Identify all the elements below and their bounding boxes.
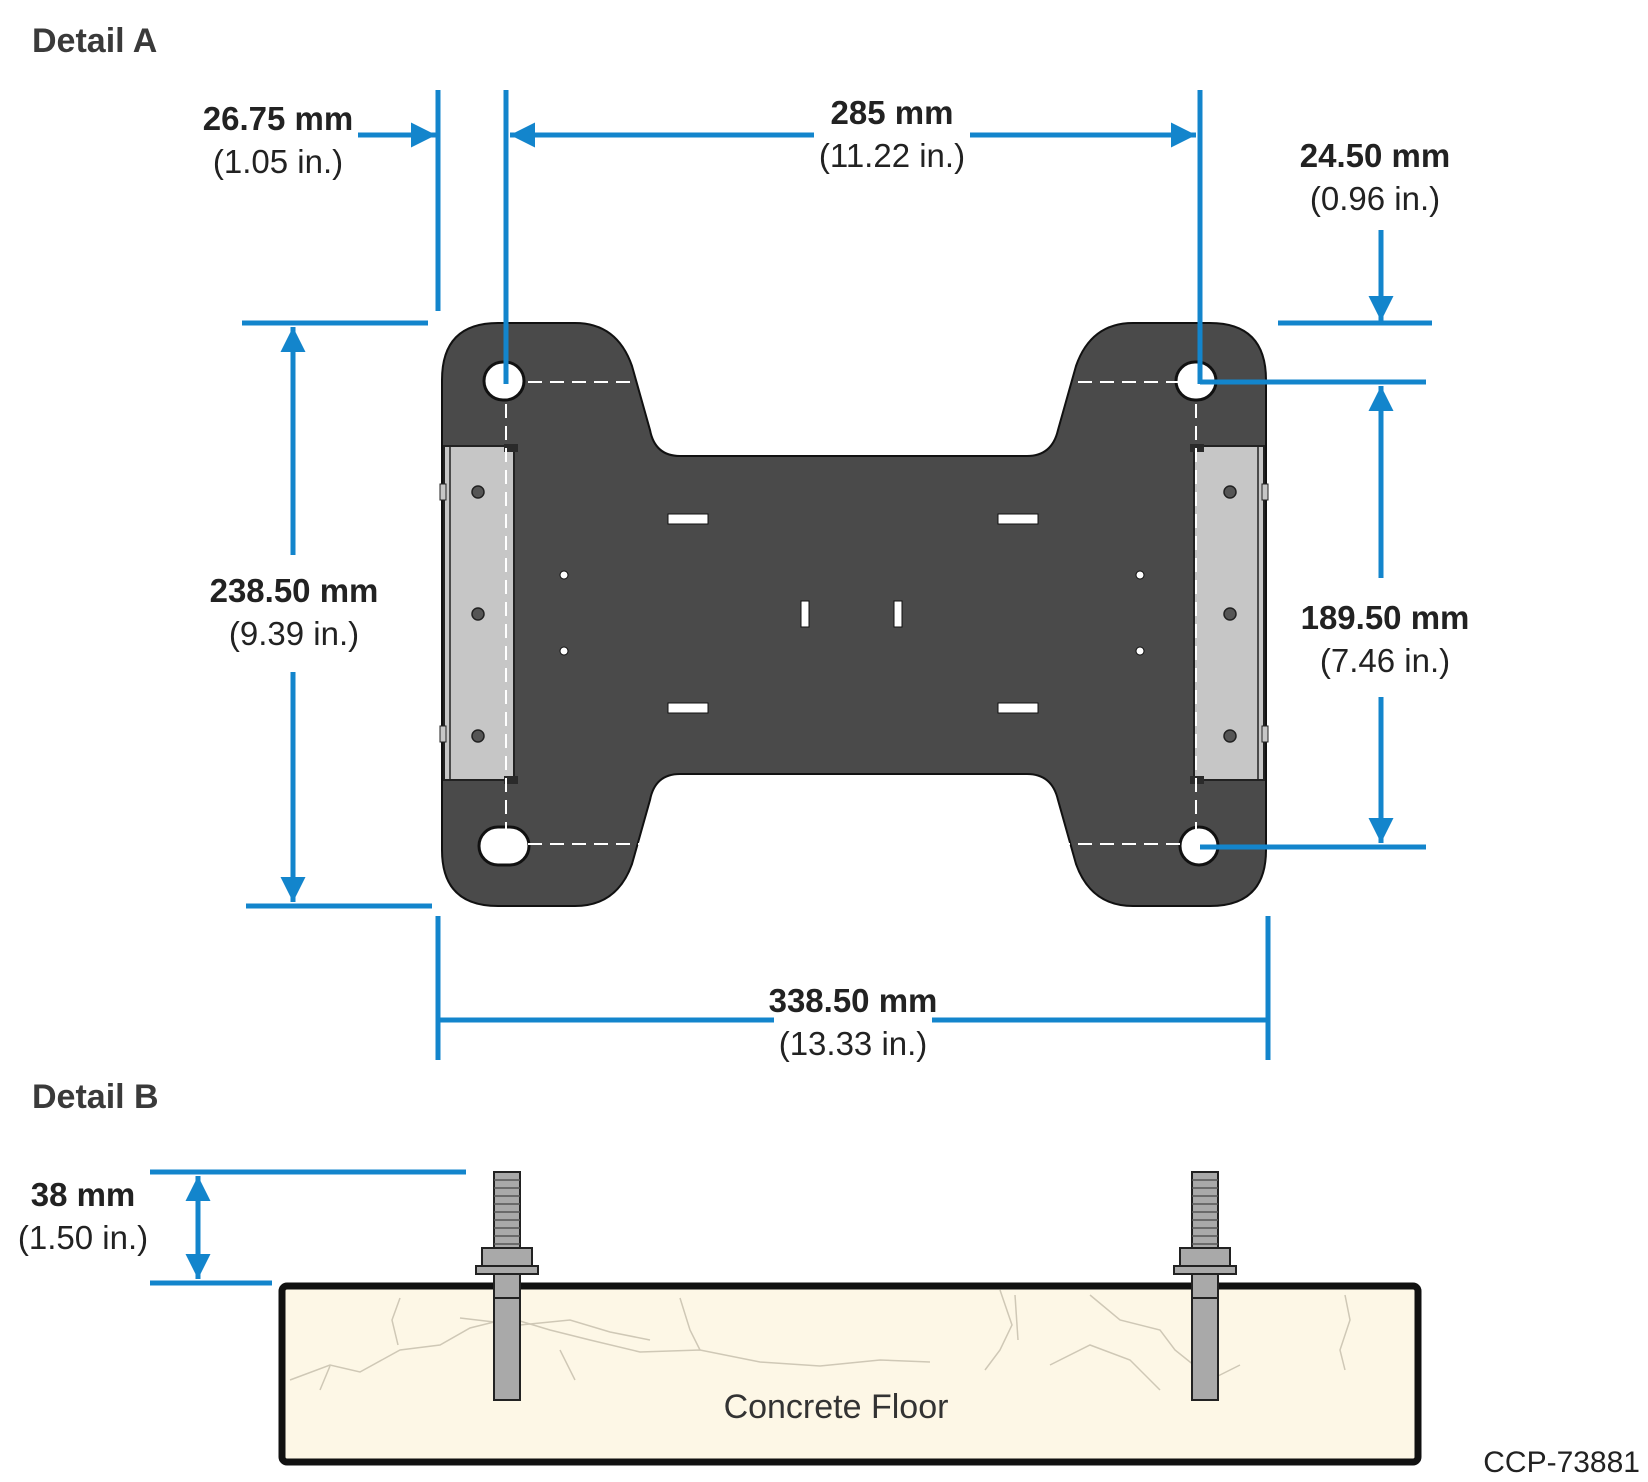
svg-text:238.50 mm: 238.50 mm: [210, 572, 379, 609]
detail-b-title: Detail B: [32, 1078, 159, 1116]
detail-a-title: Detail A: [32, 22, 157, 60]
extension-lines: [242, 90, 1432, 1060]
svg-text:285 mm: 285 mm: [831, 94, 954, 131]
left-bracket: [439, 444, 518, 784]
plate-slots: [559, 513, 1145, 714]
dimension-lines: [280, 122, 1394, 1023]
bolt-height-dimension: [150, 1169, 466, 1286]
hole-centre-lines: [505, 381, 1197, 845]
svg-text:(7.46 in.): (7.46 in.): [1320, 642, 1450, 679]
dim-hole-spacing-y: 189.50 mm (7.46 in.): [1301, 599, 1470, 679]
svg-text:(1.05 in.): (1.05 in.): [213, 143, 343, 180]
anchor-bolt-right: [1173, 1171, 1237, 1401]
svg-text:(9.39 in.): (9.39 in.): [229, 615, 359, 652]
svg-text:(1.50 in.): (1.50 in.): [18, 1219, 148, 1256]
svg-text:(13.33 in.): (13.33 in.): [779, 1025, 928, 1062]
svg-text:(11.22 in.): (11.22 in.): [819, 137, 965, 174]
right-bracket: [1190, 444, 1269, 784]
svg-text:189.50 mm: 189.50 mm: [1301, 599, 1470, 636]
dim-right-offset: 24.50 mm (0.96 in.): [1300, 137, 1450, 217]
figure-code: CCP-73881: [1483, 1446, 1640, 1479]
dim-bolt-height: 38 mm (1.50 in.): [18, 1176, 148, 1256]
base-plate: [439, 322, 1269, 907]
svg-text:24.50 mm: 24.50 mm: [1300, 137, 1450, 174]
anchor-bolt-left: [475, 1171, 539, 1401]
dim-overall-height: 238.50 mm (9.39 in.): [210, 572, 379, 652]
concrete-floor: Concrete Floor: [278, 1282, 1422, 1466]
concrete-floor-label: Concrete Floor: [724, 1388, 949, 1426]
dim-hole-spacing-x: 285 mm (11.22 in.): [819, 94, 965, 174]
svg-text:38 mm: 38 mm: [31, 1176, 136, 1213]
svg-text:338.50 mm: 338.50 mm: [769, 982, 938, 1019]
svg-text:(0.96 in.): (0.96 in.): [1310, 180, 1440, 217]
dim-left-offset: 26.75 mm (1.05 in.): [203, 100, 353, 180]
dim-overall-width: 338.50 mm (13.33 in.): [769, 982, 938, 1062]
svg-text:26.75 mm: 26.75 mm: [203, 100, 353, 137]
